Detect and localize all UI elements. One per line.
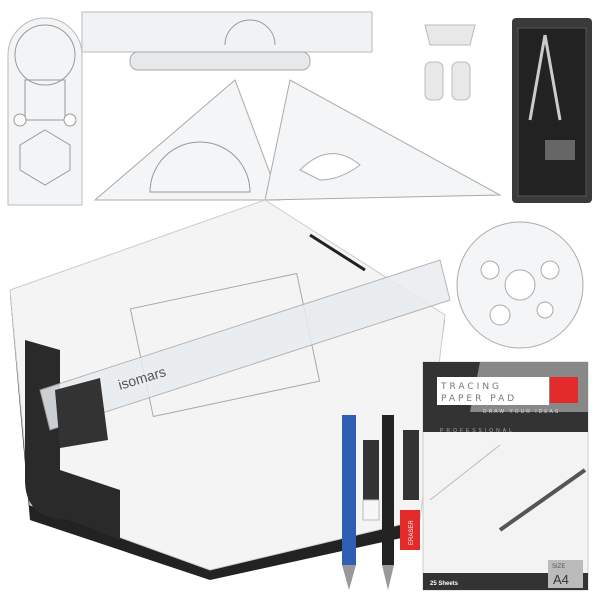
svg-text:A4: A4 (553, 572, 569, 587)
set-squares (93, 79, 502, 201)
pencils-and-leads: ERASER (342, 415, 420, 590)
eraser-box (400, 510, 420, 550)
drawing-board: isomars (9, 199, 451, 580)
compass-set-case (512, 18, 592, 203)
svg-text:DRAW YOUR IDEAS: DRAW YOUR IDEAS (483, 409, 560, 415)
svg-text:TRACING: TRACING (440, 382, 502, 392)
tracing-paper-pad: TRACING PAPER PAD DRAW YOUR IDEAS PROFES… (422, 361, 589, 591)
svg-text:SIZE: SIZE (552, 564, 565, 570)
svg-text:25 Sheets: 25 Sheets (430, 581, 459, 587)
svg-text:PAPER PAD: PAPER PAD (441, 394, 517, 404)
parallel-ruler (39, 259, 451, 431)
board-clips (424, 24, 476, 101)
stencil-template (7, 17, 83, 206)
brand-logo (550, 377, 578, 403)
circle-template (456, 221, 584, 349)
svg-text:ERASER: ERASER (409, 520, 415, 545)
scale-ruler (81, 11, 373, 71)
svg-text:PROFESSIONAL: PROFESSIONAL (440, 428, 515, 434)
